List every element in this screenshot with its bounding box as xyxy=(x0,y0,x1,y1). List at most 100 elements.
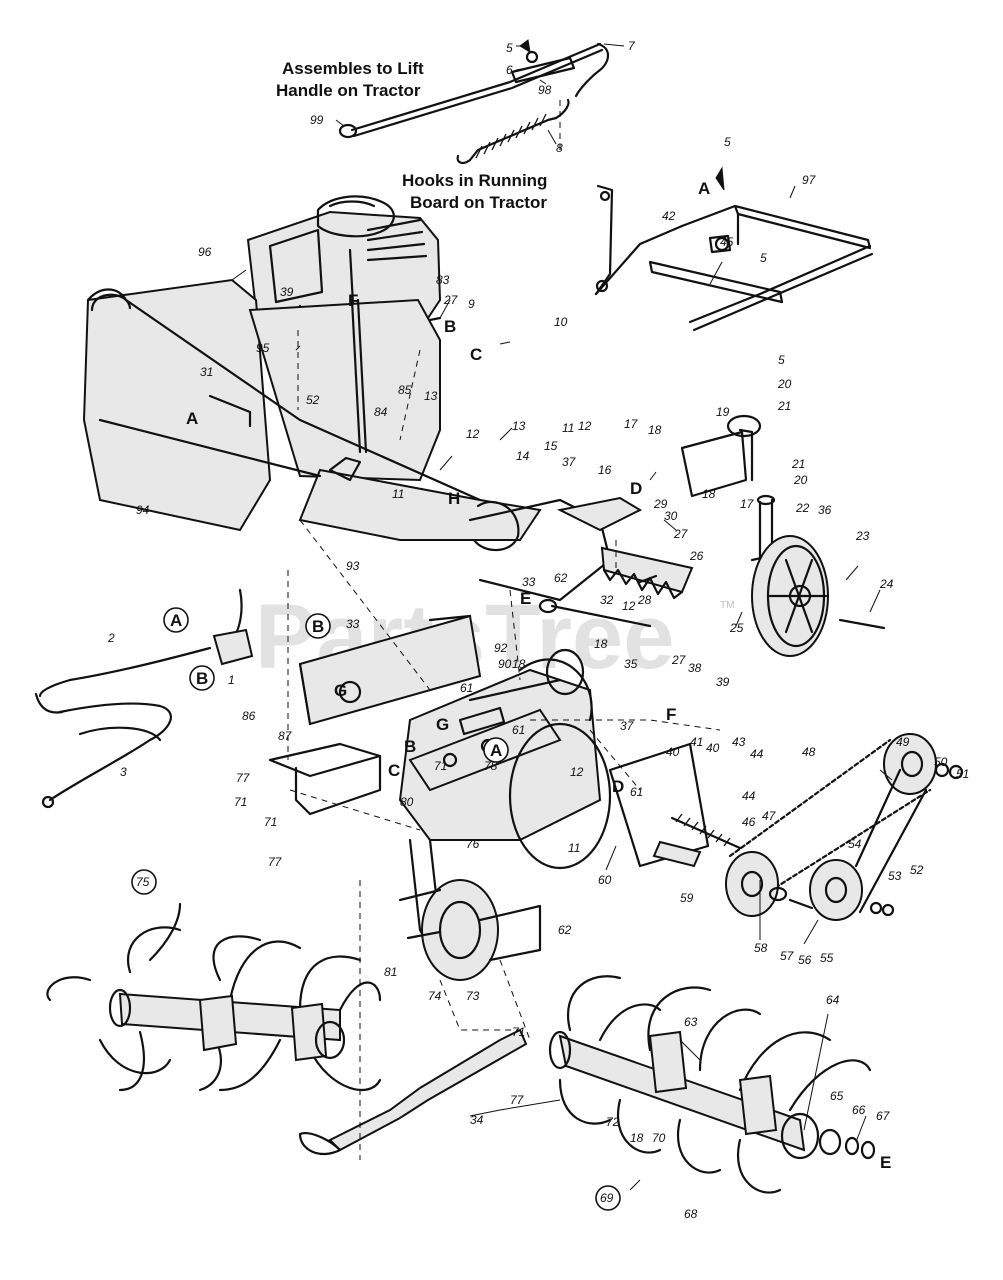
pn-53: 53 xyxy=(888,869,902,883)
pn-74: 74 xyxy=(428,989,442,1003)
drag-link xyxy=(350,298,362,454)
circled-69 xyxy=(595,1185,621,1211)
pn-34: 34 xyxy=(470,1113,484,1127)
letter-g-shield: G xyxy=(334,681,347,700)
pn-92: 92 xyxy=(494,641,508,655)
pn-77-b: 77 xyxy=(268,855,283,869)
pn-35: 35 xyxy=(624,657,638,671)
pn-39-lever: 39 xyxy=(716,675,730,689)
pn-46: 46 xyxy=(742,815,756,829)
pn-76: 76 xyxy=(466,837,480,851)
caster-wheel-assembly xyxy=(538,414,886,657)
circled-b-harness-label: B xyxy=(196,669,208,688)
pn-44-a: 44 xyxy=(750,747,764,761)
pn-62-upper: 62 xyxy=(554,571,568,585)
letter-f-lever: F xyxy=(666,705,676,724)
pn-10: 10 xyxy=(554,315,568,329)
pn-83: 83 xyxy=(436,273,450,287)
pn-48: 48 xyxy=(802,745,816,759)
pn-51: 51 xyxy=(956,767,969,781)
pn-55: 55 xyxy=(820,951,834,965)
pn-21-a: 21 xyxy=(777,399,791,413)
pn-32: 32 xyxy=(600,593,614,607)
pn-52-hood: 52 xyxy=(306,393,320,407)
letter-d-plate: D xyxy=(612,777,624,796)
letter-a-hood: A xyxy=(186,409,198,428)
pn-27-depth: 27 xyxy=(673,527,689,541)
pn-12-d: 12 xyxy=(570,765,584,779)
pn-97: 97 xyxy=(802,173,817,187)
letter-c-plate: C xyxy=(388,761,400,780)
pn-37-lower: 37 xyxy=(620,719,635,733)
pn-63: 63 xyxy=(684,1015,698,1029)
hitch-frame xyxy=(594,166,874,332)
letter-c-engine: C xyxy=(470,345,482,364)
pn-18-e: 18 xyxy=(630,1131,644,1145)
circled-a-harness-label: A xyxy=(170,611,182,630)
leader-lines xyxy=(231,43,893,1191)
pn-90: 90 xyxy=(498,657,512,671)
pn-22: 22 xyxy=(795,501,810,515)
pn-71-plate: 71 xyxy=(434,759,447,773)
pn-13-b: 13 xyxy=(512,419,526,433)
letter-h: H xyxy=(448,489,460,508)
drag-link-2 xyxy=(356,298,368,454)
pn-31-hood: 31 xyxy=(200,365,213,379)
pn-18-b: 18 xyxy=(702,487,716,501)
pn-18-d: 18 xyxy=(512,657,526,671)
pn-42: 42 xyxy=(662,209,676,223)
pn-62-lower: 62 xyxy=(558,923,572,937)
pn-33-shield: 33 xyxy=(346,617,360,631)
pn-39-engine: 39 xyxy=(280,285,294,299)
pn-44-b: 44 xyxy=(742,789,756,803)
pn-94: 94 xyxy=(136,503,150,517)
pn-5-a: 5 xyxy=(506,41,513,55)
pn-73: 73 xyxy=(466,989,480,1003)
pn-14: 14 xyxy=(516,449,530,463)
pn-86: 86 xyxy=(242,709,256,723)
part-number-labels: 5 6 7 98 99 8 5 97 42 45 5 10 96 39 83 2… xyxy=(107,39,969,1221)
callout-lift-line1: Assembles to Lift xyxy=(282,59,424,78)
pn-87: 87 xyxy=(278,729,293,743)
pn-30: 30 xyxy=(664,509,678,523)
tine-assembly-right xyxy=(548,975,876,1194)
pn-65: 65 xyxy=(830,1089,844,1103)
pn-72: 72 xyxy=(606,1115,620,1129)
pn-17-a: 17 xyxy=(624,417,639,431)
circled-b-shield-label: B xyxy=(312,617,324,636)
pn-77-c: 77 xyxy=(510,1093,525,1107)
idler-plate xyxy=(608,742,742,868)
pn-6: 6 xyxy=(506,63,513,77)
pn-61-c: 61 xyxy=(630,785,643,799)
pn-11-a: 11 xyxy=(392,487,404,501)
callout-hooks-line2: Board on Tractor xyxy=(410,193,547,212)
tine-assembly-left xyxy=(46,902,382,1092)
pn-5-b: 5 xyxy=(724,135,731,149)
pn-67: 67 xyxy=(876,1109,891,1123)
pn-18-c: 18 xyxy=(594,637,608,651)
circled-b-shield xyxy=(305,613,331,639)
pn-58: 58 xyxy=(754,941,768,955)
pn-37-upper: 37 xyxy=(562,455,577,469)
pn-12-a: 12 xyxy=(466,427,480,441)
pn-23: 23 xyxy=(855,529,870,543)
chain-guard-cover xyxy=(298,614,482,726)
pn-5-d: 5 xyxy=(778,353,785,367)
pn-71-b: 71 xyxy=(264,815,277,829)
pn-45: 45 xyxy=(720,235,734,249)
pn-15: 15 xyxy=(544,439,558,453)
pn-25: 25 xyxy=(729,621,744,635)
pn-70: 70 xyxy=(652,1131,666,1145)
circled-a-harness xyxy=(163,607,189,633)
pn-61-a: 61 xyxy=(460,681,473,695)
pn-16: 16 xyxy=(598,463,612,477)
pn-68: 68 xyxy=(684,1207,698,1221)
pn-20-a: 20 xyxy=(777,377,792,391)
pn-18-a: 18 xyxy=(648,423,662,437)
pn-9: 9 xyxy=(468,297,475,311)
pn-29: 29 xyxy=(653,497,668,511)
pn-11-c: 11 xyxy=(568,841,580,855)
pn-99: 99 xyxy=(310,113,324,127)
tine-hood-and-frame xyxy=(82,278,612,602)
letter-f-engine: F xyxy=(348,291,358,310)
